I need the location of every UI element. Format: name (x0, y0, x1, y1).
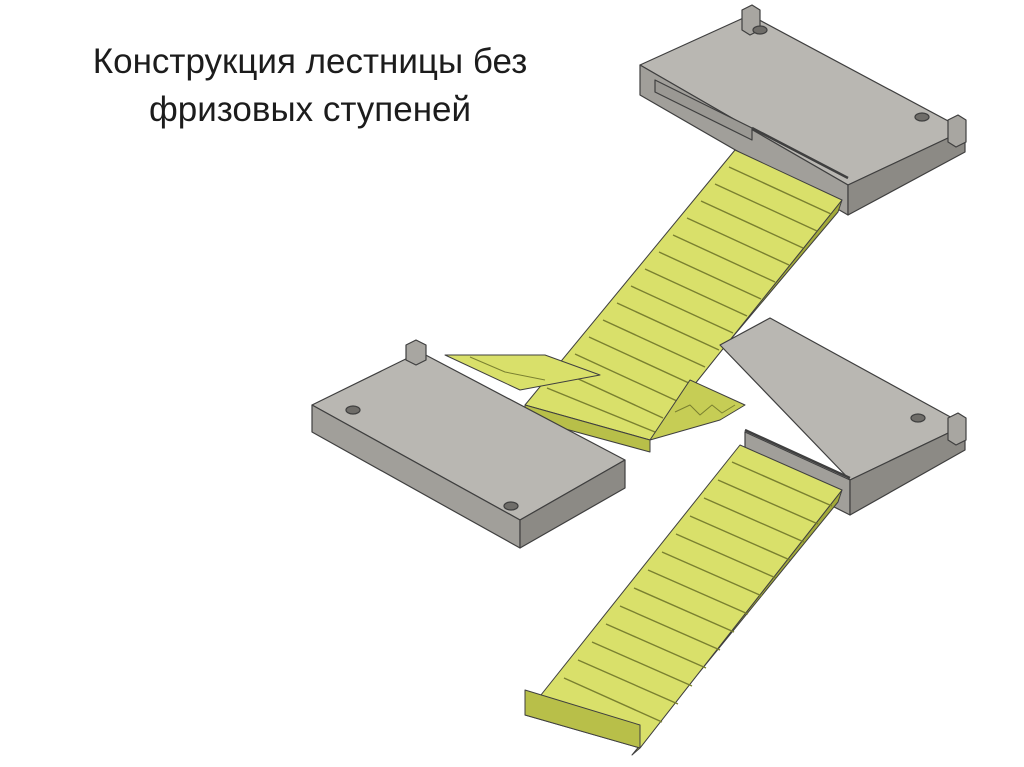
lifting-hole (910, 413, 926, 423)
landing-mid-right-side-face (849, 424, 966, 516)
connector-steps-left (444, 354, 601, 391)
lower-flight-front-face (524, 689, 641, 749)
lifting-hole (752, 25, 768, 35)
upper-flight-step-lines (546, 166, 832, 433)
lifting-hole (503, 501, 519, 511)
slide-title: Конструкция лестницы без фризовых ступен… (40, 38, 580, 134)
landing-mid-left-side-face (519, 459, 626, 549)
lower-flight (524, 444, 843, 756)
landing-top-right-lug (947, 114, 967, 148)
connector-steps-right (649, 379, 746, 441)
landing-top-side-face (847, 129, 966, 216)
landing-mid-right-lug (947, 412, 967, 446)
lifting-hole (345, 405, 361, 415)
landing-slab-top (639, 4, 967, 216)
slide-title-line-2: фризовых ступеней (148, 90, 472, 129)
lifting-hole (914, 112, 930, 122)
slide-title-line-1: Конструкция лестницы без (92, 42, 528, 81)
landing-slab-middle-left (311, 339, 626, 549)
landing-mid-left-lug (405, 339, 427, 366)
lower-flight-step-lines (563, 461, 833, 723)
landing-top-ledge (654, 79, 753, 141)
